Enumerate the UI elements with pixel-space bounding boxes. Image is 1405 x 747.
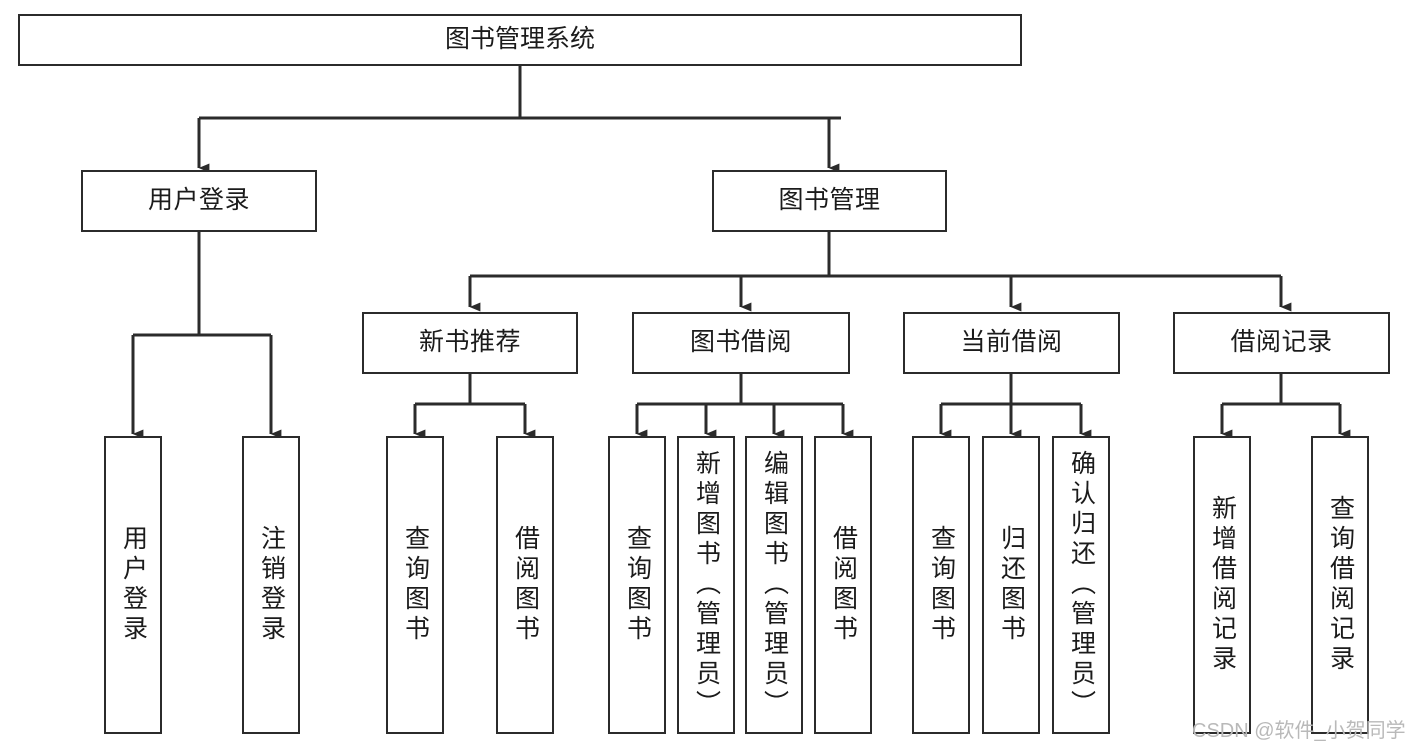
node-new-book-recommend[interactable]: 新书推荐 xyxy=(362,312,578,374)
leaf-user-login[interactable]: 用户登录 xyxy=(104,436,162,734)
node-label: 编辑图书（管理员） xyxy=(760,450,789,720)
leaf-logout-login[interactable]: 注销登录 xyxy=(242,436,300,734)
node-label: 查询图书 xyxy=(401,525,430,645)
node-label: 新增借阅记录 xyxy=(1208,495,1237,675)
node-label: 图书管理 xyxy=(778,186,881,215)
node-current-borrow[interactable]: 当前借阅 xyxy=(903,312,1120,374)
leaf-borrow-books-new[interactable]: 借阅图书 xyxy=(496,436,554,734)
node-label: 查询借阅记录 xyxy=(1326,495,1355,675)
node-root-system[interactable]: 图书管理系统 xyxy=(18,14,1022,66)
node-borrow-records[interactable]: 借阅记录 xyxy=(1173,312,1390,374)
leaf-query-borrow-record[interactable]: 查询借阅记录 xyxy=(1311,436,1369,734)
leaf-add-book-admin[interactable]: 新增图书（管理员） xyxy=(677,436,735,734)
node-label: 图书管理系统 xyxy=(444,25,595,54)
leaf-query-books-current[interactable]: 查询图书 xyxy=(912,436,970,734)
node-label: 借阅记录 xyxy=(1230,328,1333,357)
node-label: 借阅图书 xyxy=(829,525,858,645)
node-label: 新书推荐 xyxy=(418,328,521,357)
node-label: 借阅图书 xyxy=(511,525,540,645)
node-label: 确认归还（管理员） xyxy=(1067,450,1096,720)
leaf-borrow-books[interactable]: 借阅图书 xyxy=(814,436,872,734)
node-label: 用户登录 xyxy=(119,525,148,645)
node-user-login[interactable]: 用户登录 xyxy=(81,170,317,232)
node-book-management[interactable]: 图书管理 xyxy=(712,170,947,232)
node-label: 当前借阅 xyxy=(960,328,1063,357)
node-book-borrow[interactable]: 图书借阅 xyxy=(632,312,850,374)
leaf-return-books[interactable]: 归还图书 xyxy=(982,436,1040,734)
node-label: 查询图书 xyxy=(623,525,652,645)
leaf-edit-book-admin[interactable]: 编辑图书（管理员） xyxy=(745,436,803,734)
node-label: 图书借阅 xyxy=(689,328,792,357)
node-label: 归还图书 xyxy=(997,525,1026,645)
leaf-query-books-borrow[interactable]: 查询图书 xyxy=(608,436,666,734)
node-label: 用户登录 xyxy=(147,186,250,215)
node-label: 新增图书（管理员） xyxy=(692,450,721,720)
leaf-query-books-new[interactable]: 查询图书 xyxy=(386,436,444,734)
leaf-add-borrow-record[interactable]: 新增借阅记录 xyxy=(1193,436,1251,734)
leaf-confirm-return-admin[interactable]: 确认归还（管理员） xyxy=(1052,436,1110,734)
node-label: 注销登录 xyxy=(257,525,286,645)
node-label: 查询图书 xyxy=(927,525,956,645)
